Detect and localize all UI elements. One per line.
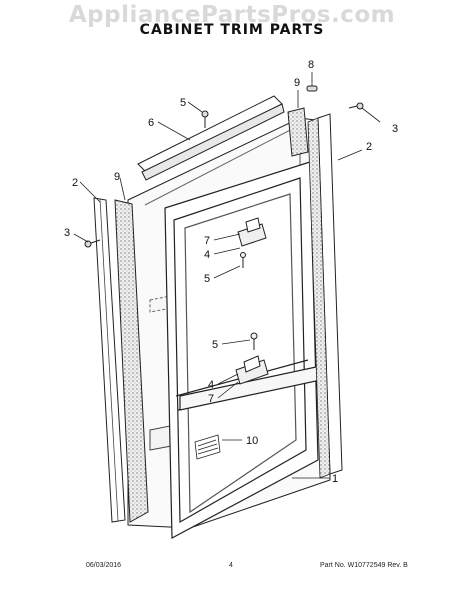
pin-8 — [306, 85, 318, 92]
footer-date: 06/03/2016 — [86, 562, 122, 569]
screw-right-3 — [348, 102, 364, 110]
callout-5-lower: 5 — [212, 339, 218, 351]
callout-3-right: 3 — [392, 123, 398, 135]
callout-4-upper: 4 — [204, 249, 210, 261]
top-gasket — [287, 107, 309, 157]
screw-left-3 — [84, 239, 101, 248]
top-channel-trim — [137, 95, 285, 181]
watermark: AppliancePartsPros.com — [68, 2, 396, 28]
callout-2-left: 2 — [72, 177, 78, 189]
callout-5-top: 5 — [180, 97, 186, 109]
callout-4-lower: 4 — [208, 379, 214, 391]
grille-vent — [194, 434, 221, 460]
callout-7-upper: 7 — [204, 235, 210, 247]
callout-3-left: 3 — [64, 227, 70, 239]
footer-part-number: Part No. W10772549 Rev. B — [320, 562, 408, 569]
upper-hinge — [237, 217, 267, 268]
callout-6: 6 — [148, 117, 154, 129]
callout-7-lower: 7 — [208, 393, 214, 405]
callout-10: 10 — [246, 435, 258, 447]
callout-9-left: 9 — [114, 171, 120, 183]
leader-lines — [73, 72, 381, 479]
callout-2-right: 2 — [366, 141, 372, 153]
callout-9-top: 9 — [294, 77, 300, 89]
right-inner-strip — [307, 117, 331, 479]
screw-top-5 — [201, 110, 209, 128]
left-side-trim — [114, 199, 149, 523]
callout-1: 1 — [332, 473, 338, 485]
left-trim-strip — [93, 197, 126, 523]
lower-hinge — [235, 332, 269, 385]
callout-8: 8 — [308, 59, 314, 71]
diagram-title: CABINET TRIM PARTS — [139, 22, 325, 38]
footer-page-number: 4 — [229, 562, 233, 569]
callout-5-middle: 5 — [204, 273, 210, 285]
